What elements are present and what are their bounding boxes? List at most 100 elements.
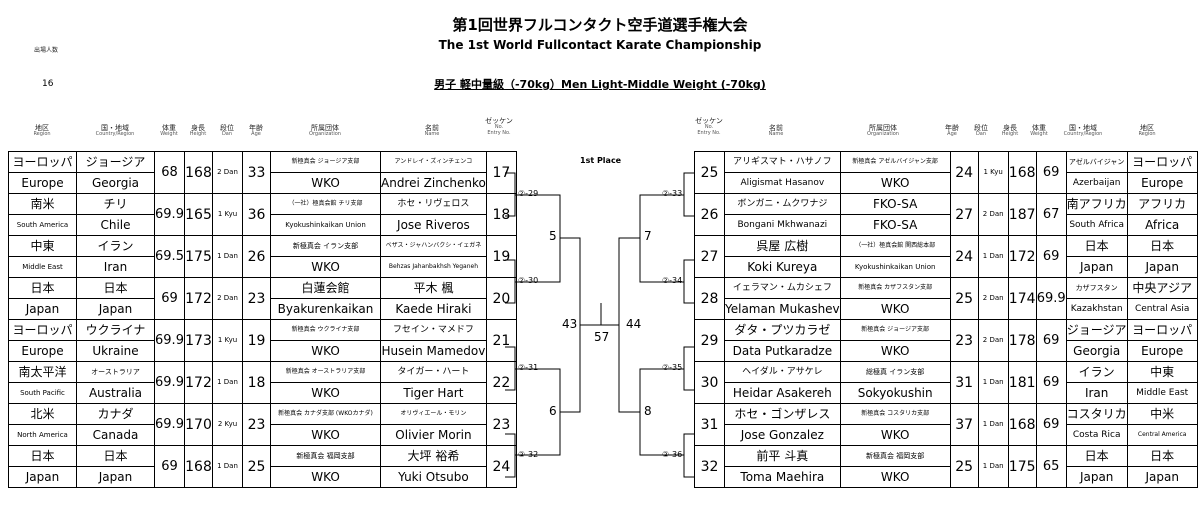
column-header-en: Region [33,131,51,138]
region-jp-cell: アフリカ [1126,193,1198,215]
column-header-jp: 名前 [425,124,439,132]
weight-cell: 69 [154,445,185,488]
column-header-en: Weight [160,131,178,138]
region-jp-cell: 日本 [1126,445,1198,467]
country-en-cell: Japan [1065,466,1128,488]
column-header-jp: 体重 [1032,124,1046,132]
match-number-l6: 6 [549,404,557,418]
entry-number-cell: 24 [485,445,517,488]
region-jp-cell: 日本 [8,277,77,299]
region-jp-cell: ヨーロッパ [1126,151,1198,173]
age-cell: 23 [949,319,979,362]
country-jp-cell: ウクライナ [76,319,155,341]
entry-number-cell: 20 [485,277,517,320]
match-label-l2: ②-30 [518,276,539,285]
country-jp-cell: イラン [1065,361,1128,383]
match-label-r2: ②-34 [662,276,683,285]
country-jp-cell: 南アフリカ [1065,193,1128,215]
country-jp-cell: コスタリカ [1065,403,1128,425]
height-cell: 168 [1007,403,1037,446]
organization-en-cell: FKO-SA [839,214,951,236]
region-en-cell: Japan [8,466,77,488]
column-header-jp: 段位 [220,124,234,132]
height-cell: 168 [184,445,213,488]
height-cell: 173 [184,319,213,362]
age-cell: 23 [242,277,271,320]
height-cell: 168 [184,151,213,194]
organization-en-cell: WKO [839,466,951,488]
age-cell: 18 [242,361,271,404]
region-en-cell: Europe [1126,340,1198,362]
match-number-final: 57 [594,330,610,344]
region-jp-cell: ヨーロッパ [1126,319,1198,341]
column-header-jp: 名前 [769,124,783,132]
column-header-jp: 所属団体 [869,124,897,132]
first-place-label: 1st Place [580,156,622,165]
participants-label: 出場人数 [34,47,59,54]
dan-cell: 1 Dan [212,361,243,404]
country-en-cell: Australia [76,382,155,404]
column-header-en: No. [494,124,504,131]
column-header-en2: Entry No. [487,129,511,136]
age-cell: 27 [949,193,979,236]
organization-en-cell: WKO [270,172,381,194]
entry-number-cell: 27 [694,235,725,278]
weight-cell: 69.9 [154,319,185,362]
bracket-line-l3 [505,346,516,391]
entry-number-cell: 30 [694,361,725,404]
organization-en-cell: WKO [839,172,951,194]
region-jp-cell: 中東 [1126,361,1198,383]
column-header-en: Dan [221,131,233,138]
dan-cell: 2 Kyu [212,403,243,446]
age-cell: 25 [949,445,979,488]
column-header-en: Age [947,131,957,138]
height-cell: 170 [184,403,213,446]
match-number-r5: 7 [644,229,652,243]
height-cell: 172 [184,361,213,404]
match-number-l5: 5 [549,229,557,243]
column-header-en: No. [704,124,714,131]
weight-cell: 69.9 [154,403,185,446]
name-en-cell: Jose Gonzalez [724,424,841,446]
match-label-r4: ②-36 [662,450,683,459]
column-header-jp: 年齢 [945,124,959,132]
region-en-cell: Japan [1126,466,1198,488]
bracket-line-r5 [639,194,684,283]
match-number-semi-left: 43 [562,317,578,331]
bracket-line-r4 [683,433,694,478]
match-label-r1: ②-33 [662,189,683,198]
age-cell: 25 [949,277,979,320]
bracket-line-r6 [639,368,684,456]
bracket-line-r7 [618,237,640,413]
title-english: The 1st World Fullcontact Karate Champio… [438,38,762,52]
column-header-jp: 体重 [162,124,176,132]
name-en-cell: Toma Maehira [724,466,841,488]
match-label-l1: ②-29 [518,189,539,198]
height-cell: 174 [1007,277,1037,320]
column-header-en: Name [768,131,784,138]
age-cell: 33 [242,151,271,194]
name-en-cell: Kaede Hiraki [380,298,487,320]
name-en-cell: Jose Riveros [380,214,487,236]
organization-en-cell: WKO [270,256,381,278]
dan-cell: 2 Dan [212,277,243,320]
region-jp-cell: ヨーロッパ [8,151,77,173]
entry-number-cell: 21 [485,319,517,362]
